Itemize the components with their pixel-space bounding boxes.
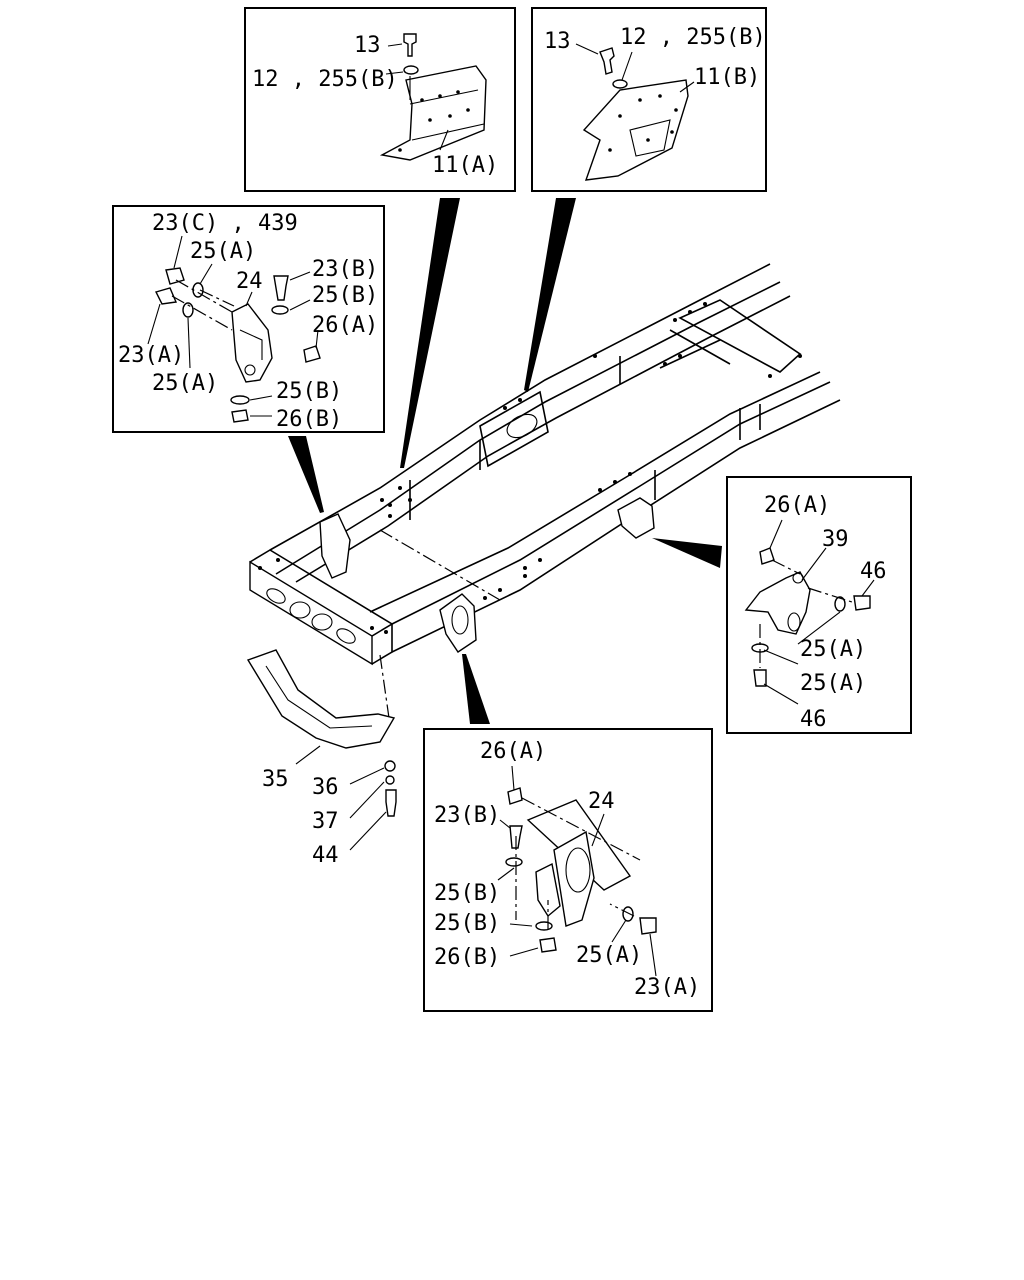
- label-c-26b: 26(B): [276, 407, 342, 432]
- label-e-26a: 26(A): [480, 739, 546, 764]
- wedge-detail-c: [288, 436, 324, 513]
- label-c-23a: 23(A): [118, 343, 184, 368]
- label-e-25a: 25(A): [576, 943, 642, 968]
- label-c-23c-439: 23(C) , 439: [152, 211, 298, 236]
- skid-plate: [246, 649, 397, 817]
- label-36: 36: [312, 775, 339, 800]
- label-d-25a-top: 25(A): [800, 637, 866, 662]
- label-44: 44: [312, 843, 339, 868]
- label-a-11a: 11(A): [432, 153, 498, 178]
- label-b-11b: 11(B): [694, 65, 760, 90]
- label-e-23a: 23(A): [634, 975, 700, 1000]
- wedge-detail-b: [524, 198, 576, 392]
- labels: 13 12 , 255(B) 11(A) 13 12 , 255(B) 11(B…: [118, 25, 887, 1000]
- detail-box-c: [112, 205, 385, 433]
- label-c-25a-top: 25(A): [190, 239, 256, 264]
- label-c-26a: 26(A): [312, 313, 378, 338]
- label-d-46-bottom: 46: [800, 707, 827, 732]
- label-c-23b: 23(B): [312, 257, 378, 282]
- detail-box-b: [531, 7, 767, 192]
- detail-box-a: [244, 7, 516, 192]
- detail-box-d: [726, 476, 912, 734]
- main-leaders: [295, 745, 387, 851]
- label-d-46-top: 46: [860, 559, 887, 584]
- wedge-detail-d: [652, 538, 722, 568]
- label-b-12-255b: 12 , 255(B): [620, 25, 766, 50]
- label-e-26b: 26(B): [434, 945, 500, 970]
- callout-wedges: [288, 198, 722, 724]
- wedge-detail-e: [462, 654, 490, 724]
- label-d-25a-bottom: 25(A): [800, 671, 866, 696]
- label-d-39: 39: [822, 527, 849, 552]
- label-a-12-255b: 12 , 255(B): [252, 67, 398, 92]
- chassis-frame: [249, 263, 841, 726]
- label-b-13: 13: [544, 29, 571, 54]
- wedge-detail-a: [400, 198, 460, 468]
- label-c-25a-bottom: 25(A): [152, 371, 218, 396]
- label-e-23b: 23(B): [434, 803, 500, 828]
- label-c-25b-bottom: 25(B): [276, 379, 342, 404]
- label-e-24: 24: [588, 789, 615, 814]
- label-c-24: 24: [236, 269, 263, 294]
- label-e-25b-top: 25(B): [434, 881, 500, 906]
- label-37: 37: [312, 809, 339, 834]
- label-c-25b-top: 25(B): [312, 283, 378, 308]
- label-35: 35: [262, 767, 289, 792]
- label-a-13: 13: [354, 33, 381, 58]
- label-e-25b-bottom: 25(B): [434, 911, 500, 936]
- label-d-26a: 26(A): [764, 493, 830, 518]
- detail-box-e: [423, 728, 713, 1012]
